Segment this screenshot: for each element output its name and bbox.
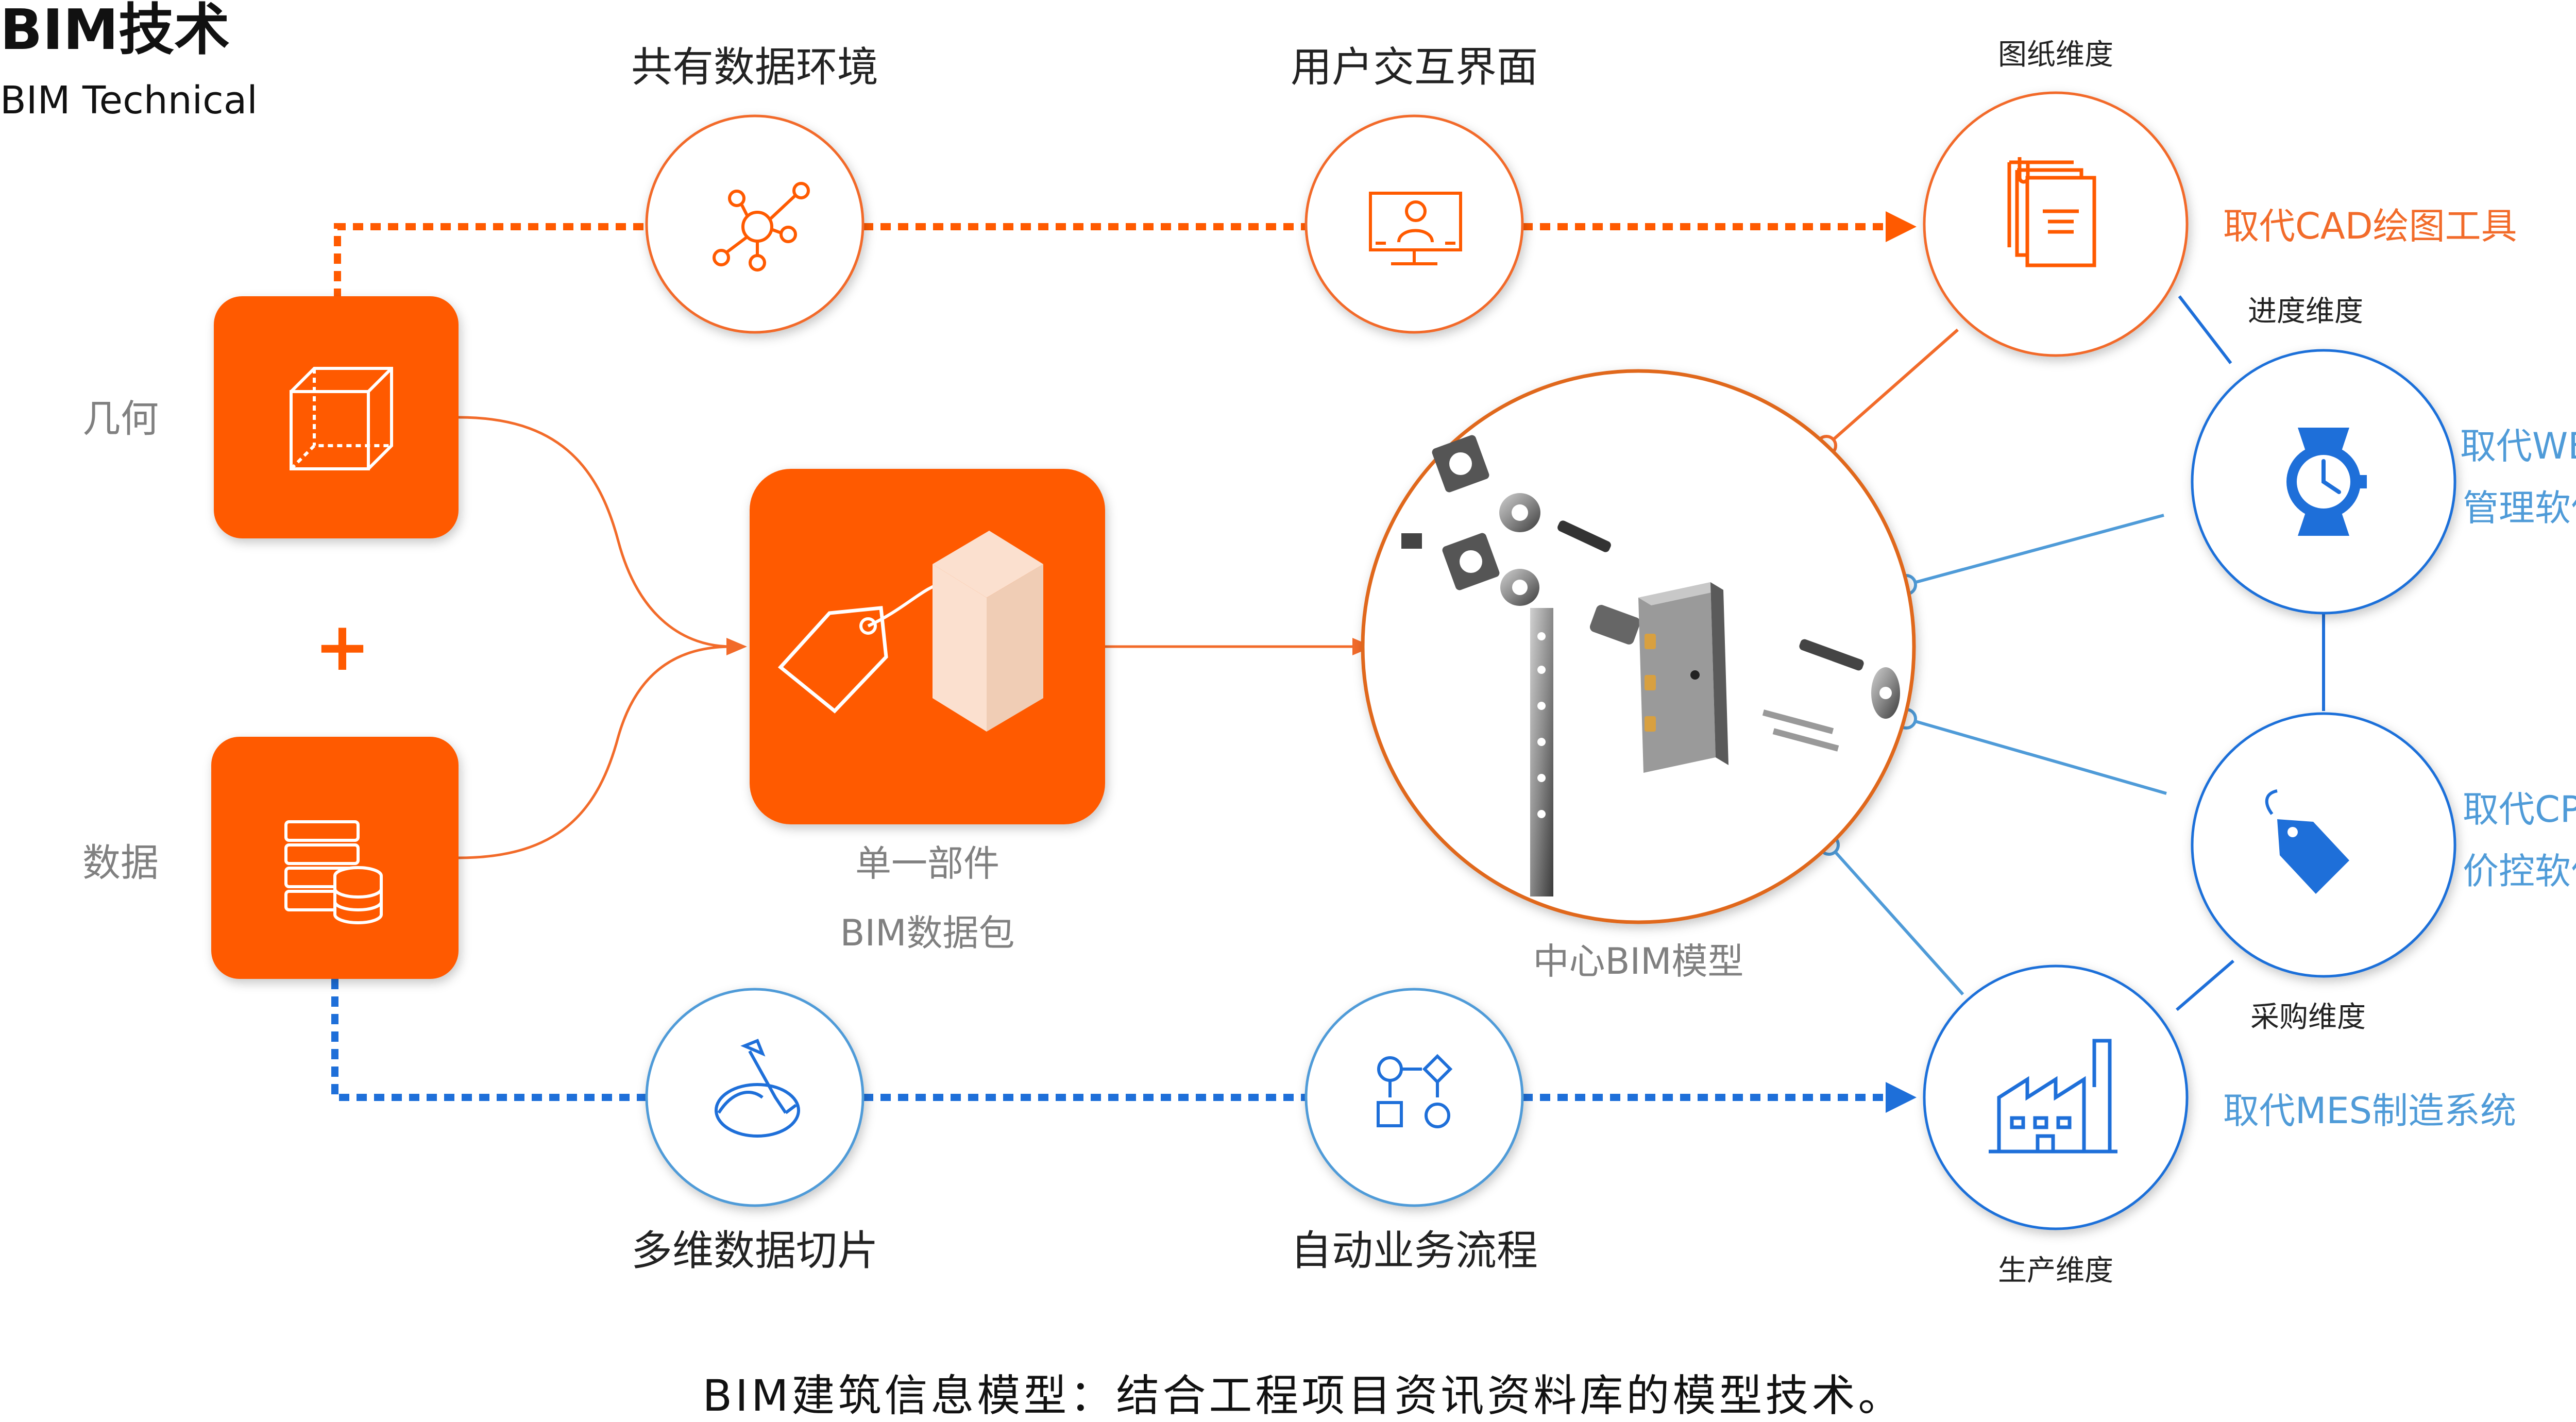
central-bim-model bbox=[1361, 369, 1916, 924]
user-interface-label: 用户交互界面 bbox=[1291, 43, 1538, 91]
drawing-dimension-label: 图纸维度 bbox=[1998, 38, 2113, 72]
page-subtitle: BIM Technical bbox=[0, 78, 258, 123]
document-stack-icon bbox=[2007, 157, 2096, 267]
merge-arrowhead bbox=[726, 638, 747, 655]
bim-package-node bbox=[750, 469, 1105, 824]
knife-slice-icon bbox=[715, 1039, 800, 1138]
production-dimension-node bbox=[1923, 964, 2189, 1230]
auto-workflow-node bbox=[1304, 988, 1524, 1207]
price-tag-icon bbox=[2265, 789, 2349, 894]
page-title: BIM技术 bbox=[0, 0, 230, 62]
package-label-line1: 单一部件 bbox=[855, 842, 999, 885]
central-model-label: 中心BIM模型 bbox=[1533, 940, 1743, 983]
bottom-flow-arrowhead bbox=[1886, 1082, 1917, 1113]
package-label-line2: BIM数据包 bbox=[840, 912, 1014, 954]
flowchart-icon bbox=[1377, 1054, 1453, 1128]
dimension-connectors bbox=[1825, 295, 2325, 1011]
geometry-node bbox=[214, 296, 459, 538]
drawing-replace-label: 取代CAD绘图工具 bbox=[2223, 205, 2517, 247]
lock-assembly-image bbox=[1401, 435, 1900, 896]
database-icon bbox=[284, 820, 383, 924]
plus-sign: + bbox=[314, 607, 370, 686]
procurement-replace-line1: 取代CPQ bbox=[2463, 788, 2576, 831]
multi-dim-slice-label: 多维数据切片 bbox=[631, 1227, 878, 1275]
data-label: 数据 bbox=[82, 841, 159, 885]
procurement-dimension-label: 采购维度 bbox=[2250, 1001, 2366, 1034]
procurement-dimension-node bbox=[2191, 712, 2456, 978]
multi-dim-slice-node bbox=[645, 988, 865, 1207]
watch-icon bbox=[2286, 428, 2367, 536]
bottom-flow-line bbox=[331, 979, 1891, 1101]
production-dimension-label: 生产维度 bbox=[1998, 1254, 2113, 1288]
schedule-dimension-node bbox=[2191, 349, 2456, 615]
production-replace-label: 取代MES制造系统 bbox=[2223, 1090, 2516, 1132]
drawing-dimension-node bbox=[1923, 91, 2189, 357]
tag-box-icon bbox=[777, 531, 1043, 732]
schedule-replace-line1: 取代WBS bbox=[2460, 425, 2576, 467]
user-interface-node bbox=[1304, 114, 1524, 334]
procurement-replace-line2: 价控软件 bbox=[2463, 850, 2576, 892]
merge-curves bbox=[458, 416, 1360, 859]
common-data-env-label: 共有数据环境 bbox=[631, 43, 878, 91]
top-flow-line bbox=[334, 223, 1891, 299]
cube-icon bbox=[290, 367, 393, 470]
top-flow-arrowhead bbox=[1886, 211, 1917, 242]
schedule-replace-line2: 管理软件 bbox=[2463, 487, 2576, 529]
schedule-dimension-label: 进度维度 bbox=[2248, 295, 2363, 328]
auto-workflow-label: 自动业务流程 bbox=[1291, 1227, 1538, 1275]
common-data-env-node bbox=[645, 114, 865, 334]
data-node bbox=[211, 737, 459, 979]
monitor-user-icon bbox=[1369, 192, 1462, 265]
network-icon bbox=[713, 182, 810, 272]
geometry-label: 几何 bbox=[82, 397, 159, 441]
footer-caption: BIM建筑信息模型：结合工程项目资讯资料库的模型技术。 bbox=[703, 1370, 1905, 1421]
factory-icon bbox=[1989, 1039, 2117, 1154]
